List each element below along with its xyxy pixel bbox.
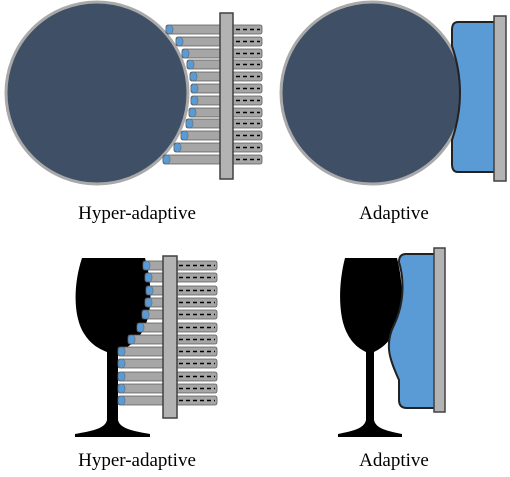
pin-contact-tip (190, 95, 199, 106)
pin-contact-tip (117, 346, 126, 357)
pin-contact-tip (144, 297, 153, 308)
adaptive-soft-pad (387, 253, 441, 409)
pin-contact-tip (117, 395, 126, 406)
disc-object (279, 0, 465, 186)
pin-array (162, 24, 263, 165)
pin-contact-tip (190, 83, 199, 94)
pin-contact-tip (117, 371, 126, 382)
panel-adaptive-disc (279, 0, 507, 186)
panel-hyper-adaptive-disc (4, 0, 263, 186)
pin-contact-tip (181, 48, 190, 59)
disc-object (4, 0, 190, 186)
pin-contact-tip (162, 154, 171, 165)
wine-glass-object (338, 258, 402, 437)
pin-contact-tip (189, 71, 198, 82)
pin-contact-tip (117, 358, 126, 369)
pin-array (117, 260, 218, 406)
pin-contact-tip (117, 383, 126, 394)
caption-hyper-adaptive-disc: Hyper-adaptive (78, 203, 196, 224)
gripper-pin (162, 154, 263, 165)
gripper-base-plate (433, 247, 446, 413)
adaptive-soft-pad (451, 21, 499, 173)
pin-contact-tip (142, 260, 151, 271)
pin-contact-tip (175, 36, 184, 47)
pin-contact-tip (173, 142, 182, 153)
gripper-pin (173, 142, 263, 153)
pin-contact-tip (188, 107, 197, 118)
gripper-base-plate (493, 15, 507, 182)
pin-contact-tip (144, 272, 153, 283)
gripper-base-plate (162, 255, 178, 419)
pin-contact-tip (141, 309, 150, 320)
pin-contact-tip (145, 285, 154, 296)
pin-contact-tip (180, 130, 189, 141)
pin-contact-tip (185, 118, 194, 129)
caption-adaptive-disc: Adaptive (359, 203, 429, 224)
caption-hyper-adaptive-glass: Hyper-adaptive (78, 450, 196, 471)
gripper-base-plate (219, 12, 234, 180)
wine-glass-object (75, 258, 151, 437)
pin-contact-tip (186, 59, 195, 70)
pin-contact-tip (136, 322, 145, 333)
caption-adaptive-glass: Adaptive (359, 450, 429, 471)
gripper-pin (175, 36, 263, 47)
panel-adaptive-glass (338, 247, 446, 437)
panel-hyper-adaptive-glass (75, 255, 218, 437)
pin-contact-tip (127, 334, 136, 345)
pin-contact-tip (165, 24, 174, 35)
gripper-pin (165, 24, 263, 35)
